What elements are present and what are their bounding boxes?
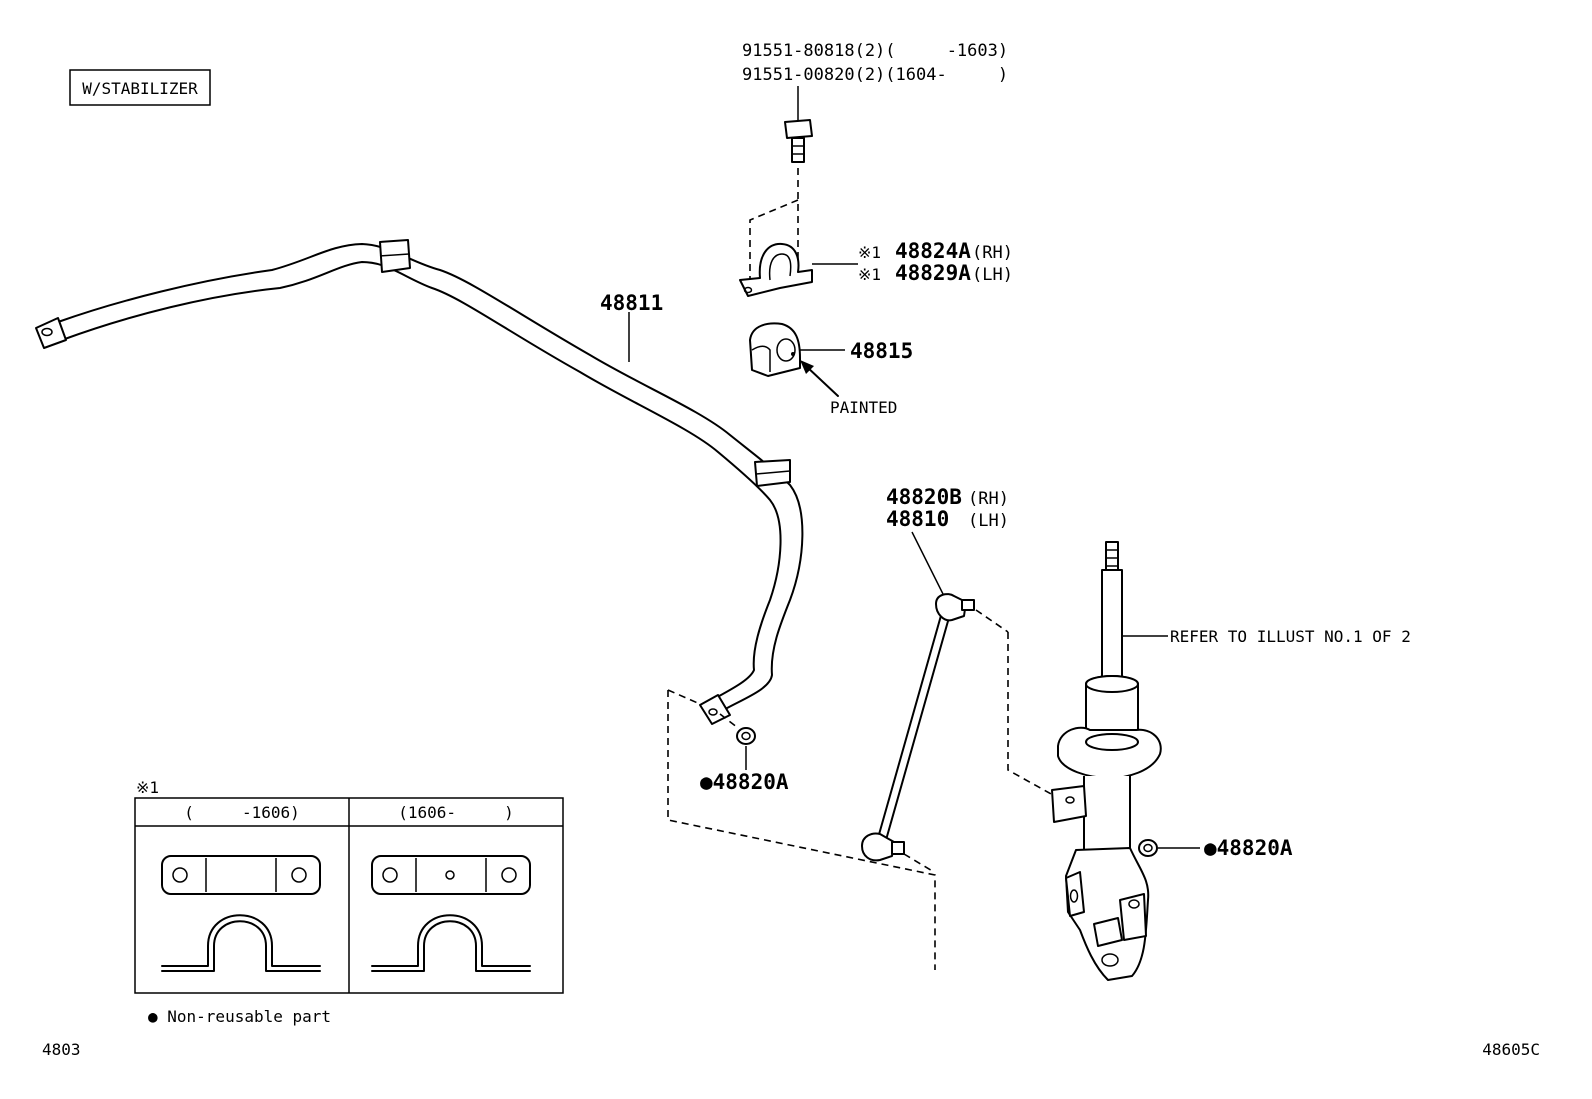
painted-label: PAINTED — [830, 398, 897, 417]
stabilizer-bar-label: 48811 — [600, 291, 663, 315]
strut-drawing: REFER TO ILLUST NO.1 OF 2 ●48820A — [1051, 541, 1411, 981]
footer-left-code: 4803 — [42, 1040, 81, 1059]
inset-left-header: ( -1606) — [184, 803, 300, 822]
link-lh-side: (LH) — [968, 511, 1009, 531]
bracket-mark-lh: ※1 — [858, 265, 881, 284]
bracket-drawing: ※1 48824A (RH) ※1 48829A (LH) — [739, 199, 1013, 297]
link-rh-label: 48820B — [886, 485, 962, 509]
stabilizer-bar-drawing: 48811 — [35, 239, 804, 725]
inset-right-header: (1606- ) — [398, 803, 514, 822]
inset-bracket-early — [161, 855, 321, 972]
footer-right-code: 48605C — [1482, 1040, 1540, 1059]
stabilizer-link-drawing: 48820B (RH) 48810 (LH) — [861, 485, 1063, 873]
bolt-drawing: 91551-80818(2)( -1603) 91551-00820(2)(16… — [742, 41, 1008, 260]
bushing-label: 48815 — [850, 339, 913, 363]
link-rh-side: (RH) — [968, 489, 1009, 509]
bracket-lh-side: (LH) — [972, 265, 1013, 285]
variant-box-label: W/STABILIZER — [82, 79, 198, 98]
strut-ref-label: REFER TO ILLUST NO.1 OF 2 — [1170, 627, 1411, 646]
bracket-mark-rh: ※1 — [858, 243, 881, 262]
bracket-rh-side: (RH) — [972, 243, 1013, 263]
bolt-label-line1: 91551-80818(2)( -1603) — [742, 41, 1008, 61]
right-nut-label: ●48820A — [1204, 836, 1293, 860]
inset-comparison: ※1 ( -1606) (1606- ) — [134, 778, 564, 994]
bolt-label-line2: 91551-00820(2)(1604- ) — [742, 65, 1008, 85]
legend-non-reusable: ● Non-reusable part — [148, 1007, 331, 1026]
inset-mark: ※1 — [136, 778, 159, 797]
left-nut-drawing: ●48820A — [667, 689, 936, 970]
link-lh-label: 48810 — [886, 507, 949, 531]
bracket-lh-label: 48829A — [895, 261, 971, 285]
variant-box: W/STABILIZER — [69, 69, 211, 106]
bushing-drawing: 48815 PAINTED — [749, 322, 913, 417]
left-nut-label: ●48820A — [700, 770, 789, 794]
bracket-rh-label: 48824A — [895, 239, 971, 263]
inset-bracket-late — [371, 855, 531, 972]
